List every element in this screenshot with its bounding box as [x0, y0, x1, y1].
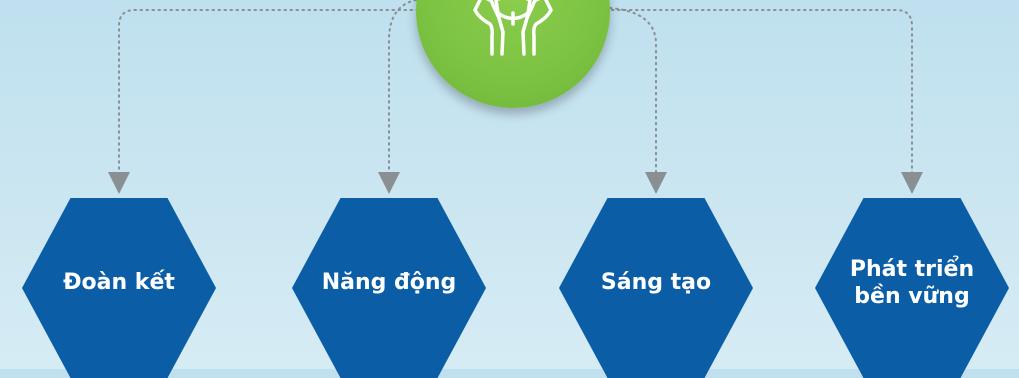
connector-doan-ket — [108, 9, 419, 194]
hands-holding-plant-icon — [473, 0, 553, 56]
connector-lines — [108, 0, 923, 194]
hexagon-label-phat-trien-ben-vung: Phát triển bền vững — [849, 256, 975, 310]
connector-sang-tao — [609, 7, 667, 194]
hexagon-label-sang-tao: Sáng tạo — [600, 270, 712, 296]
connector-nang-dong — [378, 0, 417, 194]
hexagon-nang-dong: Năng động — [292, 198, 486, 378]
hexagon-label-doan-ket: Đoàn kết — [63, 270, 175, 296]
connector-phat-trien-ben-vung — [611, 9, 923, 194]
hexagon-label-nang-dong: Năng động — [321, 270, 457, 296]
center-node — [416, 0, 610, 108]
